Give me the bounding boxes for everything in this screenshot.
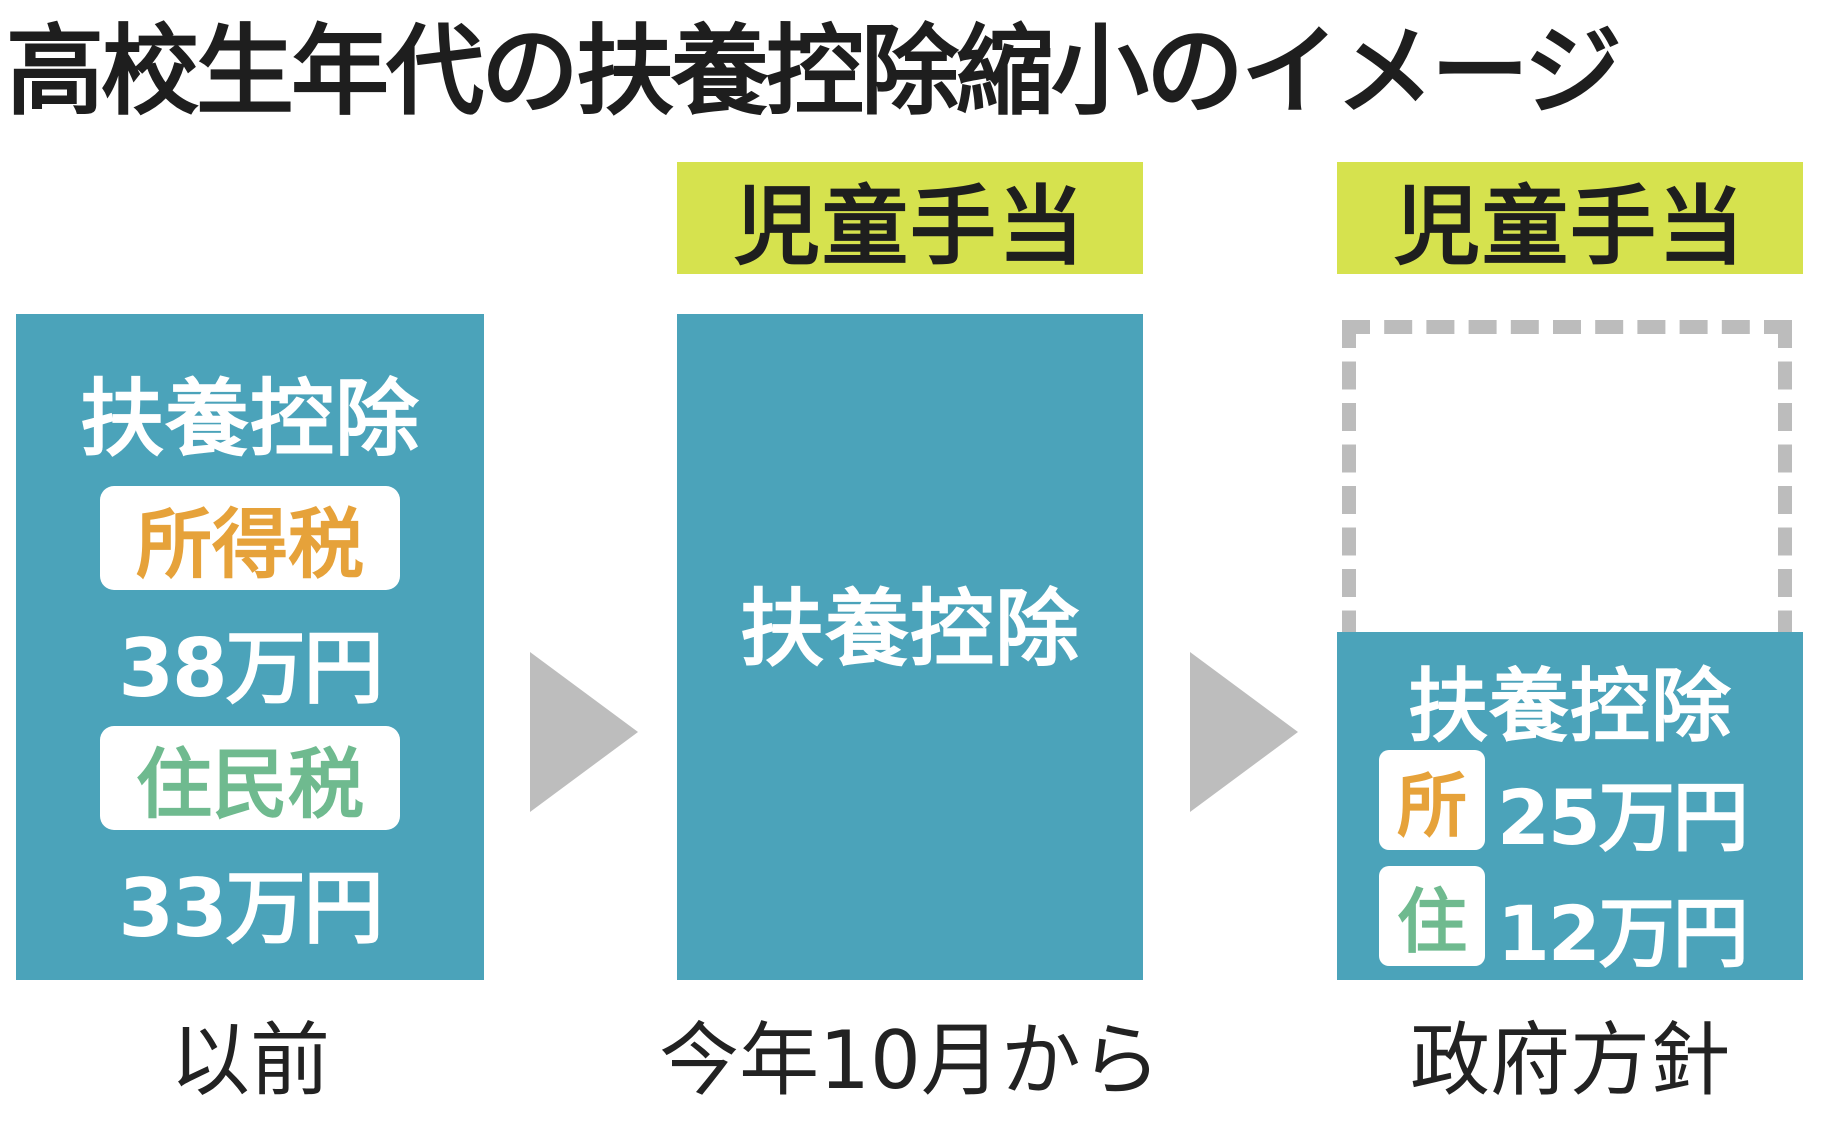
deduction-block-policy: 扶養控除 所 25万円 住 12万円 bbox=[1337, 632, 1803, 980]
income-tax-badge-policy: 所 bbox=[1379, 750, 1485, 850]
resident-tax-amount-policy: 12万円 bbox=[1497, 889, 1749, 978]
deduction-block-before: 扶養控除 所得税 38万円 住民税 33万円 bbox=[16, 314, 484, 980]
reduced-area-outline bbox=[1342, 320, 1792, 680]
caption-october: 今年10月から bbox=[659, 1014, 1161, 1107]
caption-policy: 政府方針 bbox=[1410, 1014, 1730, 1107]
arrow-right-icon bbox=[530, 652, 638, 812]
deduction-label-policy: 扶養控除 bbox=[1408, 660, 1732, 753]
income-tax-amount-before: 38万円 bbox=[118, 622, 383, 715]
income-tax-badge-before: 所得税 bbox=[100, 486, 400, 590]
diagram-title: 高校生年代の扶養控除縮小のイメージ bbox=[6, 15, 1622, 129]
resident-tax-badge-policy: 住 bbox=[1379, 866, 1485, 966]
arrow-right-icon bbox=[1190, 652, 1298, 812]
deduction-label-before: 扶養控除 bbox=[79, 370, 420, 468]
child-allowance-label-policy: 児童手当 bbox=[1337, 162, 1803, 277]
resident-tax-amount-before: 33万円 bbox=[118, 862, 383, 955]
deduction-block-october: 扶養控除 bbox=[677, 314, 1143, 980]
deduction-label-october: 扶養控除 bbox=[739, 579, 1080, 678]
caption-before: 以前 bbox=[170, 1014, 330, 1107]
income-tax-amount-policy: 25万円 bbox=[1497, 773, 1749, 862]
resident-tax-badge-before: 住民税 bbox=[100, 726, 400, 830]
child-allowance-label-october: 児童手当 bbox=[677, 162, 1143, 277]
